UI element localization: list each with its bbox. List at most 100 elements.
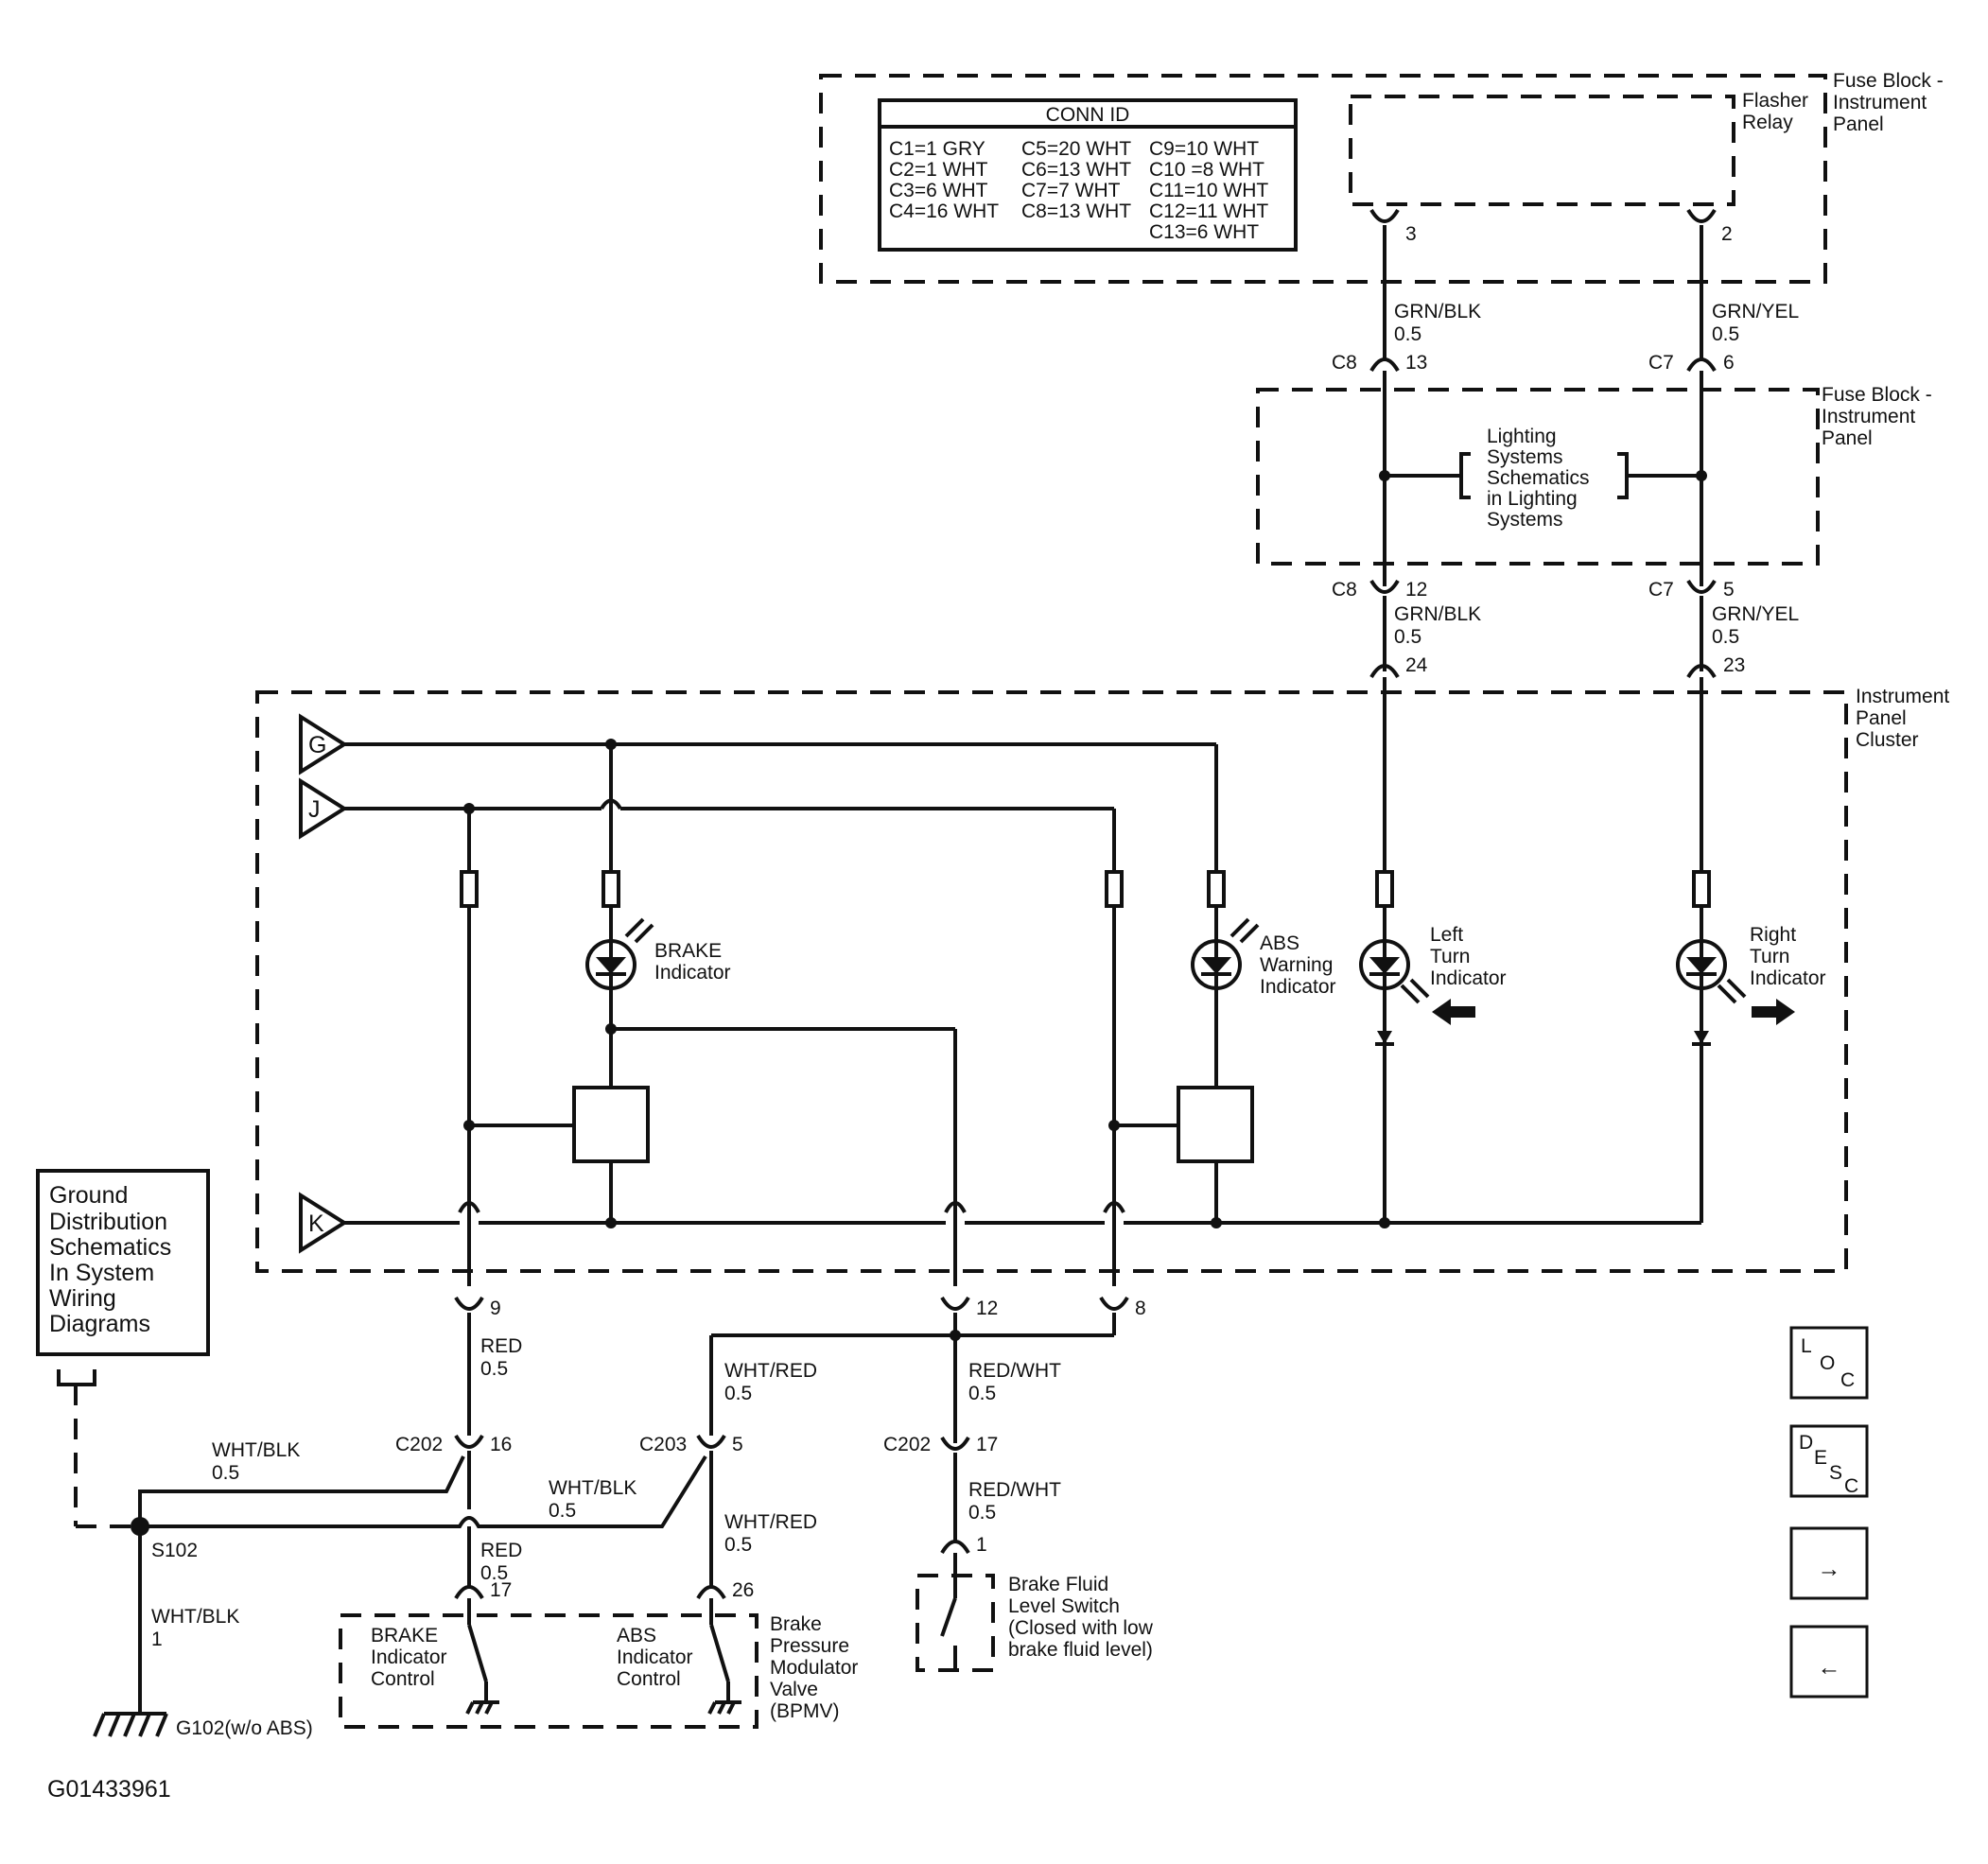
fuse-block-top-label: Fuse Block - Instrument Panel <box>1833 70 1944 135</box>
svg-text:9: 9 <box>490 1298 501 1319</box>
loc-button[interactable]: L O C <box>1789 1326 1869 1400</box>
lighting-ref-bracket-right <box>1617 452 1629 499</box>
svg-text:Diagrams: Diagrams <box>49 1311 150 1337</box>
connector-pin-17-bpmv: 17 <box>454 1579 512 1601</box>
svg-text:C4=16 WHT: C4=16 WHT <box>889 200 999 222</box>
svg-text:Panel: Panel <box>1856 707 1907 729</box>
brake-fluid-switch-icon <box>940 1553 957 1670</box>
svg-text:17: 17 <box>490 1579 512 1601</box>
instrument-panel-cluster-label: Instrument Panel Cluster <box>1856 686 1949 751</box>
desc-button[interactable]: D E S C <box>1789 1424 1869 1498</box>
svg-text:16: 16 <box>490 1434 512 1455</box>
brake-indicator-led <box>585 917 654 990</box>
next-arrow-icon: → <box>1818 1556 1841 1582</box>
svg-text:Instrument: Instrument <box>1822 406 1915 427</box>
resistor-left-turn <box>1375 870 1394 908</box>
instrument-panel-cluster-boundary <box>255 690 1848 1273</box>
svg-text:Ground: Ground <box>49 1182 128 1209</box>
svg-text:Warning: Warning <box>1260 954 1333 976</box>
svg-text:C7: C7 <box>1648 579 1674 601</box>
svg-text:Instrument: Instrument <box>1856 686 1949 707</box>
svg-text:Right: Right <box>1750 924 1796 946</box>
right-turn-indicator-label: Right Turn Indicator <box>1750 924 1826 989</box>
connector-c7-pin-5: C7 5 <box>1648 579 1735 601</box>
svg-text:Indicator: Indicator <box>371 1646 447 1668</box>
svg-text:1: 1 <box>151 1629 163 1650</box>
svg-text:Level Switch: Level Switch <box>1008 1595 1120 1617</box>
wire-label-wht-red-2: WHT/RED 0.5 <box>724 1511 817 1556</box>
brake-indicator-label: BRAKE Indicator <box>654 940 731 984</box>
wire-wht-blk-upper-branch <box>138 1455 465 1526</box>
conn-id-table: CONN ID C1=1 GRY C2=1 WHT C3=6 WHT C4=16… <box>878 98 1298 252</box>
svg-text:brake fluid level): brake fluid level) <box>1008 1639 1153 1661</box>
terminal-k: K <box>299 1192 348 1254</box>
svg-text:17: 17 <box>976 1434 998 1455</box>
connector-c203-pin-5: C203 5 <box>639 1434 743 1455</box>
svg-text:Indicator: Indicator <box>1260 976 1336 998</box>
terminal-j: J <box>299 777 348 840</box>
wire-label-grn-yel-mid: GRN/YEL 0.5 <box>1712 603 1799 648</box>
svg-text:Left: Left <box>1430 924 1463 946</box>
resistor-3 <box>1105 870 1124 908</box>
svg-text:BRAKE: BRAKE <box>654 940 722 962</box>
svg-text:C202: C202 <box>883 1434 931 1455</box>
wire-label-red-1: RED 0.5 <box>480 1335 522 1380</box>
svg-text:0.5: 0.5 <box>480 1358 508 1380</box>
svg-text:Relay: Relay <box>1742 112 1793 133</box>
svg-text:ABS: ABS <box>617 1625 656 1646</box>
connector-pin-8: 8 <box>1099 1296 1146 1319</box>
svg-text:0.5: 0.5 <box>1394 323 1421 345</box>
svg-text:Systems: Systems <box>1487 509 1563 531</box>
wire-label-wht-blk-3: WHT/BLK 1 <box>151 1606 239 1650</box>
svg-text:Schematics: Schematics <box>49 1234 171 1261</box>
wire-label-grn-yel-top: GRN/YEL 0.5 <box>1712 301 1799 345</box>
svg-text:C: C <box>1840 1369 1855 1391</box>
svg-text:GRN/YEL: GRN/YEL <box>1712 603 1799 625</box>
svg-text:12: 12 <box>976 1298 998 1319</box>
svg-text:Control: Control <box>617 1668 681 1690</box>
svg-text:D: D <box>1799 1432 1813 1454</box>
svg-text:C202: C202 <box>395 1434 443 1455</box>
brake-control-module <box>572 1086 650 1163</box>
connector-pin-23: 23 <box>1686 654 1745 679</box>
connector-c8-pin-12: C8 12 <box>1332 579 1427 601</box>
svg-text:C3=6 WHT: C3=6 WHT <box>889 180 988 201</box>
ground-ref-connector-icon <box>57 1369 96 1386</box>
svg-text:Turn: Turn <box>1750 946 1789 967</box>
svg-text:Control: Control <box>371 1668 435 1690</box>
next-page-button[interactable]: → <box>1789 1526 1869 1600</box>
svg-text:C203: C203 <box>639 1434 687 1455</box>
svg-text:5: 5 <box>1723 579 1735 601</box>
svg-text:in Lighting: in Lighting <box>1487 488 1578 510</box>
svg-text:0.5: 0.5 <box>1394 626 1421 648</box>
svg-text:C1=1 GRY: C1=1 GRY <box>889 138 985 160</box>
svg-text:GRN/BLK: GRN/BLK <box>1394 301 1481 322</box>
svg-text:C12=11 WHT: C12=11 WHT <box>1149 200 1268 222</box>
abs-warning-indicator-led <box>1191 917 1260 990</box>
brake-indicator-control-label: BRAKE Indicator Control <box>371 1625 447 1690</box>
svg-text:In System: In System <box>49 1260 154 1286</box>
ground-distribution-reference[interactable] <box>36 1169 210 1356</box>
svg-text:RED/WHT: RED/WHT <box>968 1360 1061 1382</box>
svg-text:C8: C8 <box>1332 579 1357 601</box>
svg-text:Systems: Systems <box>1487 446 1563 468</box>
ground-g102-icon <box>93 1712 168 1737</box>
svg-text:S: S <box>1829 1462 1842 1484</box>
svg-text:0.5: 0.5 <box>968 1502 996 1524</box>
brake-control-switch-icon <box>465 1598 499 1715</box>
svg-text:Pressure: Pressure <box>770 1635 849 1657</box>
svg-text:C8=13 WHT: C8=13 WHT <box>1021 200 1131 222</box>
left-turn-indicator-label: Left Turn Indicator <box>1430 924 1507 989</box>
svg-text:C10 =8 WHT: C10 =8 WHT <box>1149 159 1264 181</box>
svg-text:C13=6 WHT: C13=6 WHT <box>1149 221 1259 243</box>
left-turn-indicator-led <box>1359 939 1430 1004</box>
svg-text:26: 26 <box>732 1579 754 1601</box>
connector-c202-pin-17: C202 17 <box>883 1434 998 1455</box>
svg-text:Valve: Valve <box>770 1679 818 1700</box>
prev-page-button[interactable]: ← <box>1789 1625 1869 1699</box>
svg-text:Instrument: Instrument <box>1833 92 1927 113</box>
connector-pin-24: 24 <box>1369 654 1428 679</box>
prev-arrow-icon: ← <box>1818 1654 1841 1681</box>
svg-text:Fuse Block -: Fuse Block - <box>1833 70 1944 92</box>
